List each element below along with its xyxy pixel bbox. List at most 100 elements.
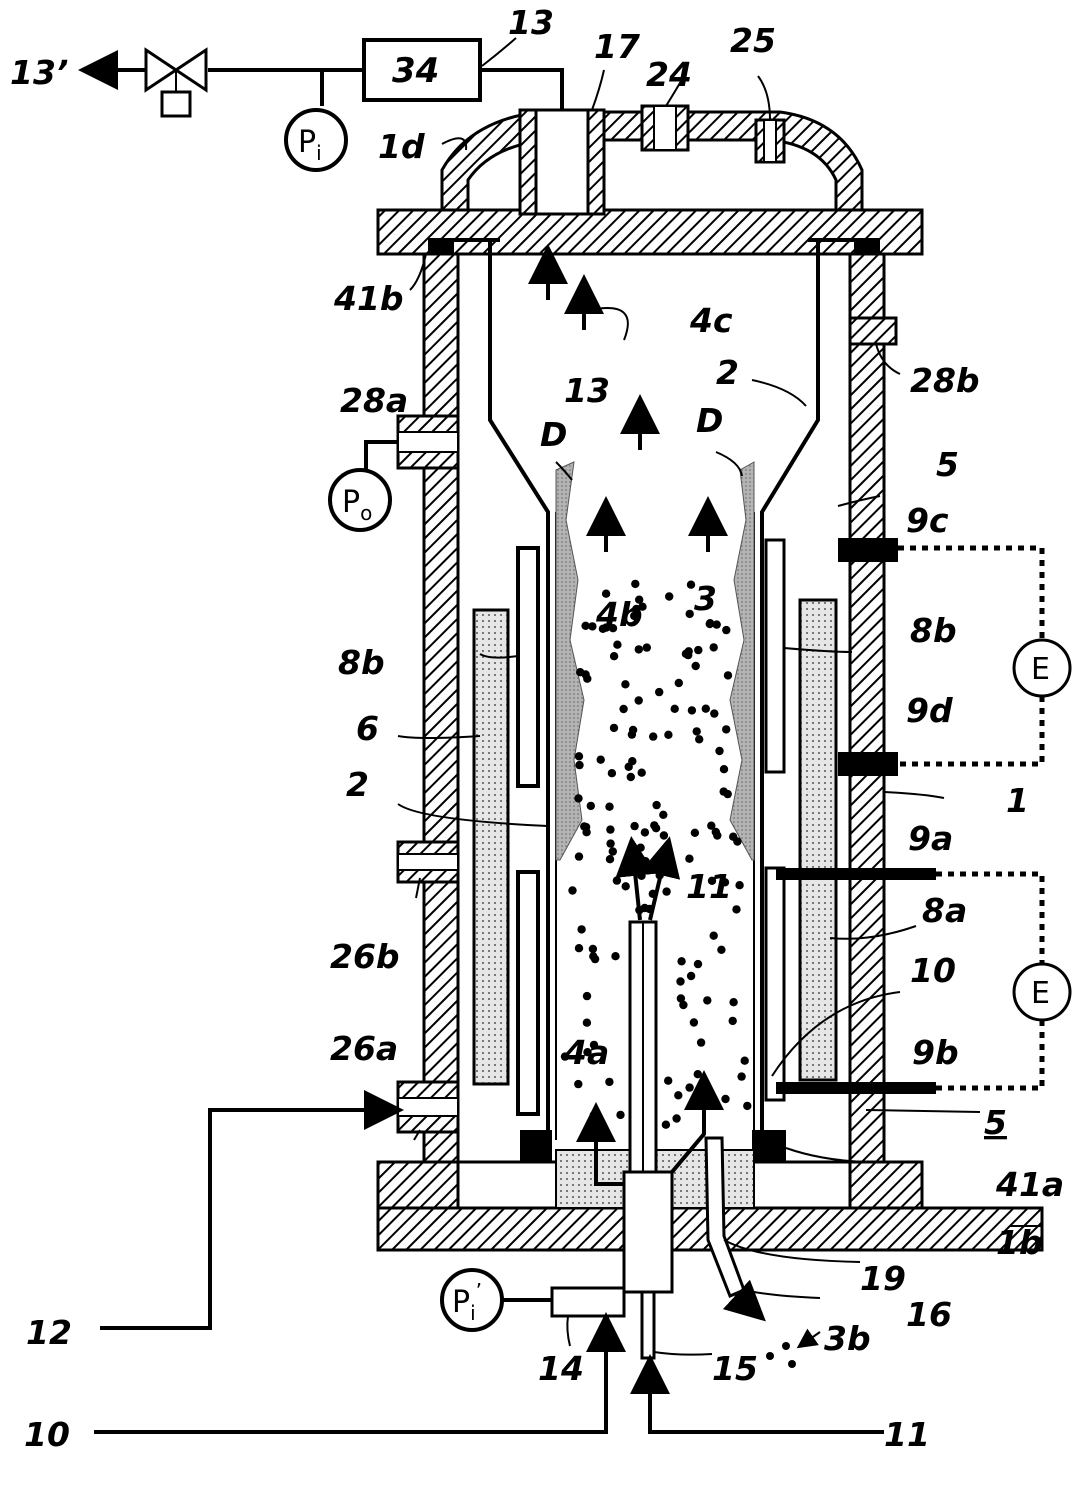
label-9d: 9d [906, 691, 953, 730]
particle [637, 871, 646, 880]
particle [719, 765, 729, 774]
label-6: 6 [356, 709, 379, 748]
label-28b: 28b [910, 361, 980, 400]
label-25: 25 [730, 21, 776, 60]
particle [596, 755, 605, 764]
particle [686, 971, 696, 981]
particle [605, 855, 615, 864]
particle [705, 619, 715, 628]
particle [612, 876, 622, 885]
particle [613, 640, 622, 649]
particle [740, 1056, 749, 1065]
particle [691, 661, 700, 671]
particle [687, 706, 697, 715]
deposit-right [729, 461, 755, 861]
particle [568, 886, 577, 895]
label-16: 16 [906, 1295, 952, 1334]
label-11-mid: 11 [686, 867, 732, 906]
particle [659, 810, 668, 819]
label-34: 34 [392, 51, 439, 91]
particles-3b [766, 1342, 796, 1368]
labels: 13 13’ 34 Pi 1d 17 24 25 41b 4c 13 2 28a… [10, 3, 1064, 1454]
particle [574, 1079, 583, 1089]
particle [586, 801, 595, 811]
particle [630, 611, 639, 621]
particle [634, 696, 643, 705]
particle [693, 1070, 702, 1079]
heater-left [472, 608, 510, 1086]
heater-right [798, 598, 838, 1082]
label-E-bottom: E [1031, 976, 1050, 1011]
particle [685, 609, 694, 619]
particle [665, 592, 674, 601]
label-10-bottom: 10 [24, 1415, 70, 1454]
particle [709, 643, 718, 652]
particle [696, 1038, 706, 1047]
label-19: 19 [860, 1259, 906, 1298]
particle [674, 678, 683, 688]
label-4b: 4b [595, 595, 643, 634]
label-3: 3 [694, 579, 717, 618]
label-8a: 8a [922, 891, 967, 930]
label-10-right: 10 [910, 951, 956, 990]
particle [737, 1072, 746, 1081]
particle [582, 991, 592, 1001]
label-1d: 1d [378, 127, 425, 166]
particle [674, 1091, 683, 1100]
particle [616, 1110, 625, 1120]
feedthrough-9b [776, 1082, 936, 1094]
power-supply-bottom [1012, 962, 1072, 1022]
particle [743, 1101, 752, 1111]
particle [606, 839, 615, 848]
electrode-8b-left [516, 546, 540, 788]
particle [641, 857, 650, 866]
electrode-8a-left [516, 870, 540, 1116]
particle [621, 882, 630, 891]
particle [721, 1094, 730, 1104]
label-9b: 9b [912, 1033, 959, 1072]
particle [664, 730, 673, 739]
particle [574, 794, 583, 803]
particle [709, 931, 718, 940]
particle [676, 977, 685, 986]
particle [690, 828, 700, 837]
particle [574, 944, 584, 953]
label-E-top: E [1031, 652, 1050, 687]
particle [635, 595, 644, 604]
particle [619, 704, 628, 714]
label-pi-prime: Pi’ [452, 1279, 482, 1325]
particle [588, 622, 597, 631]
particle [574, 852, 584, 861]
label-41a: 41a [995, 1165, 1064, 1204]
particle [723, 671, 733, 680]
particle [722, 625, 731, 635]
particle [631, 579, 640, 589]
particle [692, 727, 701, 736]
label-15: 15 [712, 1349, 758, 1388]
particle [733, 837, 742, 846]
particle [606, 825, 615, 834]
label-26b: 26b [330, 937, 400, 976]
particle [717, 945, 726, 954]
particle [624, 762, 633, 771]
pressure-gauge-pi-prime [440, 1268, 504, 1332]
particle [693, 959, 703, 969]
label-3b: 3b [824, 1319, 871, 1358]
particle [720, 878, 730, 887]
particle [621, 680, 630, 689]
particle [598, 624, 608, 633]
particle [655, 687, 664, 697]
particle [695, 735, 704, 744]
particle [607, 769, 617, 778]
label-9a: 9a [908, 819, 953, 858]
particle [575, 760, 584, 770]
particle [701, 704, 710, 713]
label-2-top: 2 [716, 353, 739, 392]
particle [707, 821, 716, 830]
particles [560, 579, 752, 1129]
particle [670, 704, 679, 713]
particle [608, 847, 617, 856]
label-1: 1 [1006, 781, 1029, 820]
feedthrough-9c [838, 538, 898, 562]
